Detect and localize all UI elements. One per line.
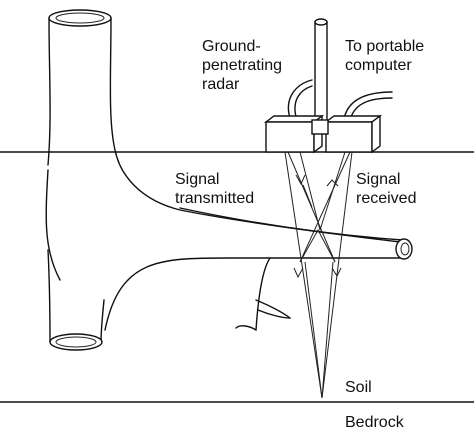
- antenna-mast: [314, 18, 328, 133]
- horizontal-root: [104, 207, 413, 331]
- label-bedrock: Bedrock: [345, 414, 404, 431]
- label-radar: Ground- penetrating radar: [202, 38, 283, 93]
- lower-root: [47, 249, 105, 351]
- label-signal-received: Signal received: [356, 171, 417, 207]
- cables: [287, 79, 393, 119]
- label-soil: Soil: [345, 379, 372, 396]
- label-computer: To portable computer: [345, 38, 425, 74]
- sweep-curve: [302, 184, 313, 208]
- small-root: [235, 257, 291, 331]
- radar-unit: [263, 114, 383, 154]
- signal-rays: [284, 151, 353, 399]
- label-signal-transmitted: Signal transmitted: [175, 171, 255, 207]
